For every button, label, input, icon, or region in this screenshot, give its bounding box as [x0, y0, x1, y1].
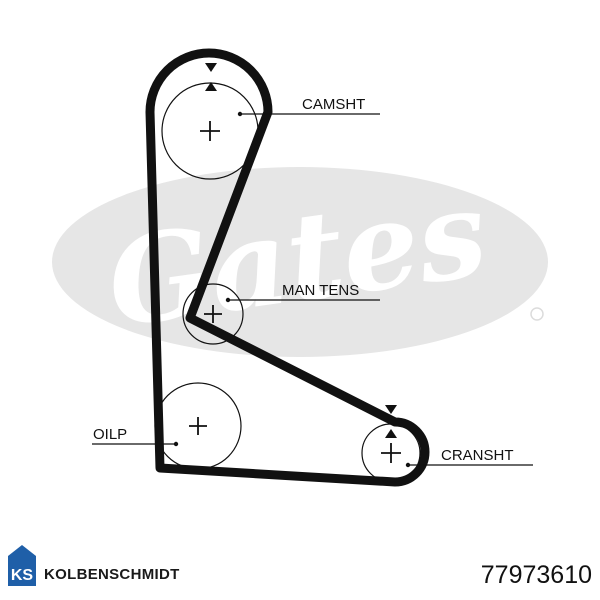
- tensioner-label: MAN TENS: [282, 282, 359, 299]
- crankshaft-pulley: [361, 423, 421, 483]
- camshaft-pulley: [161, 82, 259, 180]
- oil-pump-label: OILP: [93, 426, 127, 443]
- brand-name: KOLBENSCHMIDT: [44, 566, 180, 583]
- crankshaft-label: CRANSHT: [441, 447, 514, 464]
- oil-pump-pulley: [154, 382, 242, 470]
- tensioner-pulley: [182, 283, 244, 345]
- camshaft-label: CAMSHT: [302, 96, 365, 113]
- part-number: 77973610: [481, 561, 592, 589]
- kolbenschmidt-logo-icon: KS: [8, 545, 36, 586]
- timing-belt: [145, 48, 430, 487]
- svg-text:KS: KS: [11, 567, 34, 584]
- camshaft-timing-mark-icon: [205, 63, 217, 91]
- crankshaft-timing-mark-icon: [385, 405, 397, 438]
- gates-watermark: Gates: [52, 162, 548, 357]
- leader-lines: [92, 111, 533, 468]
